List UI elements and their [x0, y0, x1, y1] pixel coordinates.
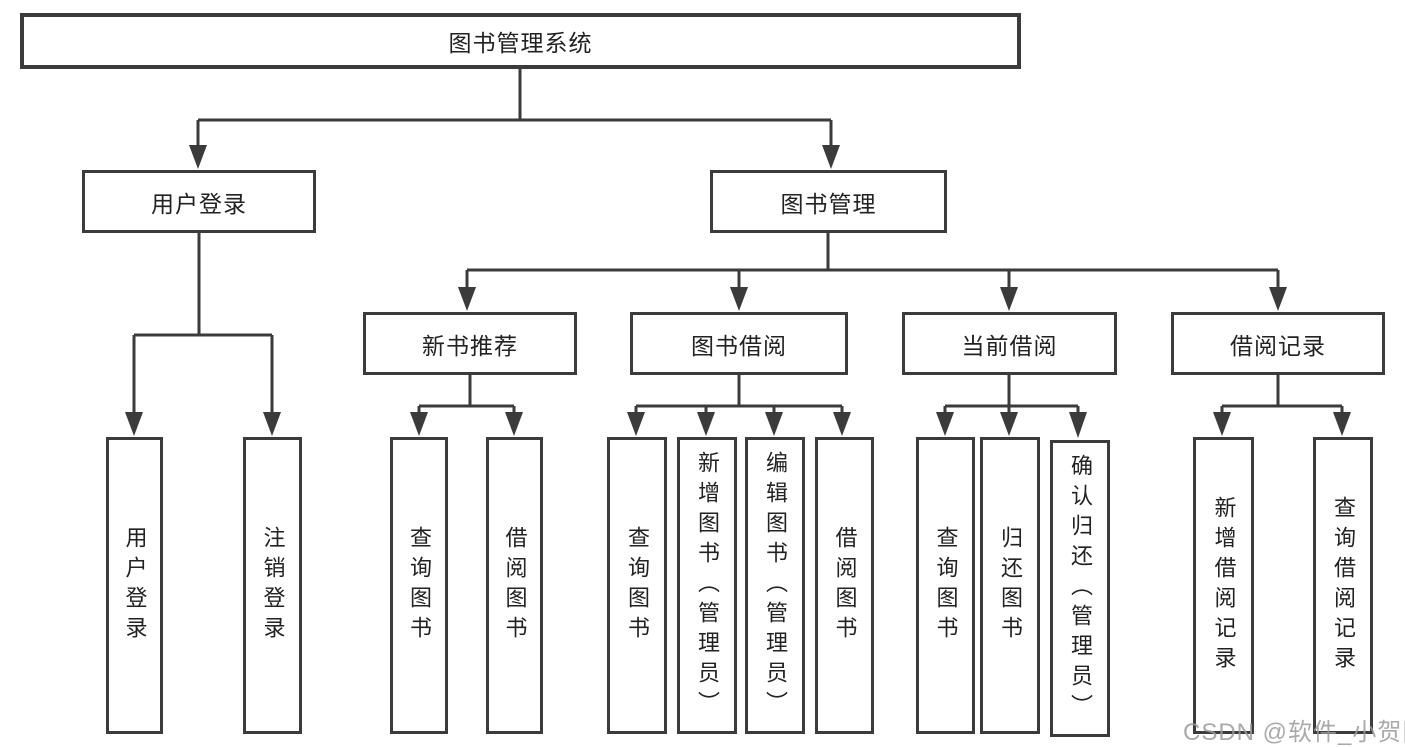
node-new-book-recommend-label: 新书推荐: [422, 332, 518, 359]
node-current-borrowing-label: 当前借阅: [961, 332, 1058, 359]
leaf-logout: 注销登录: [243, 437, 302, 734]
node-book-management: 图书管理: [710, 170, 947, 233]
leaf-return-book-label: 归还图书: [998, 525, 1023, 646]
leaf-borrow-book-1-label: 借阅图书: [502, 525, 528, 646]
leaf-query-borrow-record-label: 查询借阅记录: [1331, 495, 1356, 676]
leaf-edit-book-admin: 编辑图书（管理员）: [745, 437, 805, 734]
csdn-watermark: CSDN @软件_小贺同学: [1183, 719, 1405, 746]
leaf-user-login-label: 用户登录: [122, 525, 148, 646]
leaf-query-book-2: 查询图书: [607, 437, 667, 734]
leaf-user-login: 用户登录: [106, 437, 163, 734]
leaf-query-book-3: 查询图书: [916, 437, 975, 734]
node-root: 图书管理系统: [20, 13, 1021, 69]
leaf-query-book-3-label: 查询图书: [933, 525, 959, 646]
leaf-confirm-return-admin: 确认归还（管理员）: [1050, 440, 1110, 737]
leaf-edit-book-admin-label: 编辑图书（管理员）: [763, 450, 788, 721]
arrowheads: [125, 145, 1351, 438]
leaf-query-book-1: 查询图书: [390, 437, 448, 734]
node-user-login: 用户登录: [82, 170, 316, 233]
leaf-query-book-1-label: 查询图书: [407, 525, 432, 646]
leaf-query-borrow-record: 查询借阅记录: [1313, 437, 1373, 734]
leaf-return-book: 归还图书: [980, 437, 1040, 734]
leaf-borrow-book-1: 借阅图书: [486, 437, 543, 734]
node-root-label: 图书管理系统: [448, 30, 593, 56]
node-borrow-records-label: 借阅记录: [1230, 332, 1326, 359]
node-borrow-records: 借阅记录: [1171, 312, 1385, 375]
leaf-add-book-admin: 新增图书（管理员）: [677, 437, 737, 734]
leaf-confirm-return-admin-label: 确认归还（管理员）: [1068, 453, 1093, 724]
node-user-login-label: 用户登录: [151, 190, 247, 217]
leaf-logout-label: 注销登录: [260, 525, 286, 646]
leaf-add-book-admin-label: 新增图书（管理员）: [695, 450, 720, 721]
node-book-borrowing-label: 图书借阅: [691, 332, 787, 359]
node-book-management-label: 图书管理: [780, 190, 877, 217]
leaf-add-borrow-record: 新增借阅记录: [1193, 437, 1254, 734]
leaf-borrow-book-2-label: 借阅图书: [832, 525, 858, 646]
node-current-borrowing: 当前借阅: [902, 312, 1117, 375]
leaf-borrow-book-2: 借阅图书: [815, 437, 874, 734]
node-new-book-recommend: 新书推荐: [363, 312, 577, 375]
leaf-query-book-2-label: 查询图书: [625, 525, 650, 646]
leaf-add-borrow-record-label: 新增借阅记录: [1211, 495, 1237, 676]
node-book-borrowing: 图书借阅: [630, 312, 848, 375]
